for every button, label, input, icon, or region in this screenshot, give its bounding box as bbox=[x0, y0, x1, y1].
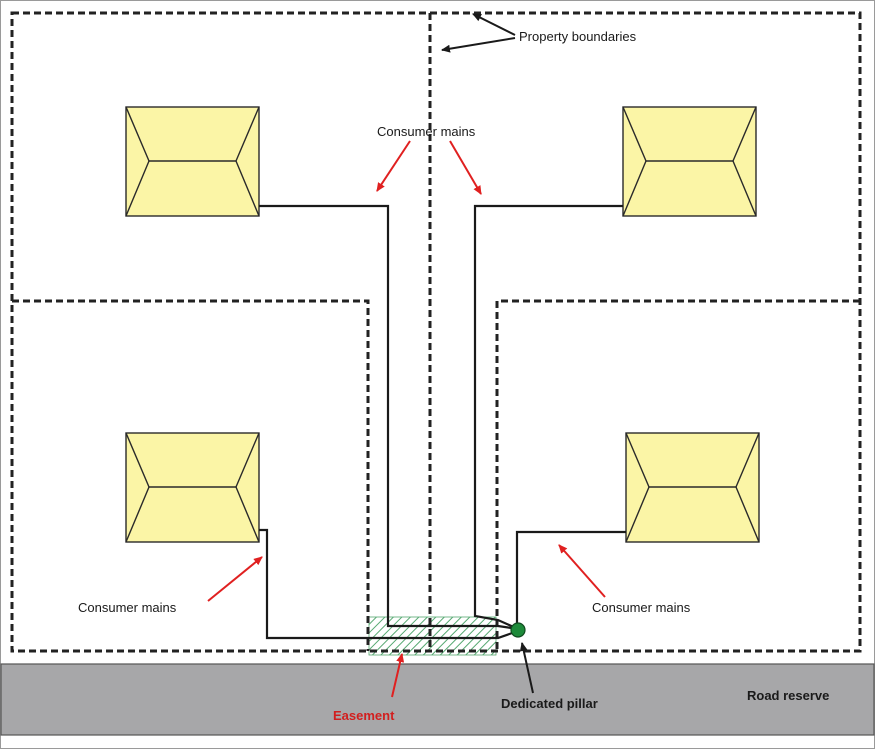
label-road-reserve: Road reserve bbox=[747, 688, 829, 703]
house-top-right bbox=[622, 106, 757, 217]
arrow-consumer-mains-bottom-left bbox=[207, 556, 263, 602]
house-bottom-left bbox=[125, 432, 260, 543]
arrow-dedicated-pillar bbox=[519, 642, 534, 694]
arrow-property-boundaries-1 bbox=[472, 13, 516, 36]
label-property-boundaries: Property boundaries bbox=[519, 29, 637, 44]
house-top-left bbox=[125, 106, 260, 217]
label-consumer-mains-bottom-right: Consumer mains bbox=[592, 600, 691, 615]
road-reserve-area bbox=[0, 663, 875, 736]
cable-top-left bbox=[259, 204, 519, 631]
label-consumer-mains-bottom-left: Consumer mains bbox=[78, 600, 177, 615]
arrow-consumer-mains-top-left bbox=[376, 140, 411, 192]
cable-bottom-right bbox=[515, 530, 626, 629]
label-dedicated-pillar: Dedicated pillar bbox=[501, 696, 598, 711]
pillar-dot-icon bbox=[510, 622, 526, 638]
cable-bottom-left bbox=[259, 528, 519, 640]
label-easement: Easement bbox=[333, 708, 395, 723]
property-boundary-lower-right bbox=[495, 299, 860, 651]
arrow-easement bbox=[391, 653, 405, 698]
arrow-consumer-mains-bottom-right bbox=[558, 544, 606, 598]
arrow-consumer-mains-top-right bbox=[449, 140, 482, 195]
easement-area bbox=[368, 616, 497, 656]
arrow-property-boundaries-2 bbox=[441, 37, 516, 53]
label-consumer-mains-top: Consumer mains bbox=[377, 124, 476, 139]
property-boundary-outer bbox=[10, 11, 862, 653]
property-boundary-lower-left bbox=[12, 299, 370, 651]
cable-top-right bbox=[473, 204, 623, 631]
house-bottom-right bbox=[625, 432, 760, 543]
